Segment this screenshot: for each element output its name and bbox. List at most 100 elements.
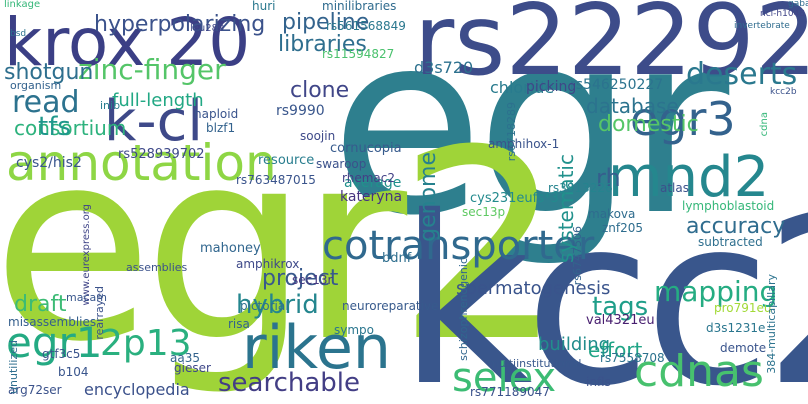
cloud-word: cys2/his2	[16, 155, 82, 171]
cloud-word: clone	[290, 78, 350, 103]
cloud-word: hyperpolarizing	[94, 12, 266, 37]
cloud-word: subtracted	[698, 235, 763, 249]
cloud-word: rs763487015	[236, 173, 316, 187]
cloud-word: krox 20	[4, 4, 251, 81]
cloud-word: lymphoblastoid	[682, 199, 775, 213]
cloud-word: draft	[14, 292, 67, 317]
cloud-word: kcc2b	[770, 87, 797, 97]
cloud-word: chloride	[490, 78, 555, 97]
cloud-word: nci-h1048	[760, 9, 806, 19]
cloud-word: neuroreparative	[342, 299, 439, 313]
cloud-word: d3s1231e	[706, 321, 766, 335]
cloud-word: pictorial	[240, 299, 289, 313]
cloud-word: consortium	[14, 116, 127, 140]
cloud-word: unutilized	[7, 340, 20, 394]
cloud-word: arg72ser	[8, 383, 62, 397]
cloud-word: rs528939702	[118, 147, 205, 162]
cloud-word: building	[538, 334, 611, 355]
cloud-word: project	[262, 266, 339, 291]
cloud-word: k-cl	[104, 89, 203, 154]
cloud-word: demote	[720, 341, 767, 355]
cloud-word: rh	[596, 164, 621, 192]
cloud-word: blzf1	[206, 121, 236, 135]
cloud-word: database	[586, 94, 679, 118]
cloud-word: znf205	[602, 221, 644, 235]
cloud-word: rs9990	[276, 103, 325, 119]
cloud-word: rs6747506	[571, 226, 584, 286]
cloud-word: gtf3c5	[42, 347, 81, 361]
cloud-word: riken	[242, 313, 391, 383]
cloud-word: cdnas	[634, 346, 764, 397]
cloud-word: cys231eufs*37	[470, 191, 568, 206]
cloud-word: picking	[526, 79, 577, 95]
cloud-word: soojin	[300, 129, 336, 143]
cloud-word: deserts	[686, 57, 798, 92]
cloud-word: tags	[592, 292, 649, 322]
cloud-word: rs3813226	[548, 181, 613, 195]
cloud-word: inib	[100, 99, 121, 112]
cloud-word: misassemblies	[8, 315, 97, 329]
cloud-word: kateryna	[340, 189, 403, 205]
cloud-word: swaroop	[316, 157, 367, 171]
cloud-word: zinc-finger	[78, 53, 226, 86]
cloud-word: d3s720	[414, 58, 474, 77]
cloud-word: linkage	[4, 0, 41, 10]
cloud-word: mahoney	[200, 241, 261, 256]
cloud-word: rs771189047	[470, 385, 550, 399]
cloud-word: invertebrate	[734, 21, 790, 31]
cloud-word: assemblies	[126, 261, 188, 274]
cloud-word: val4321eu	[586, 313, 655, 328]
cloud-word: gaba	[788, 0, 808, 9]
cloud-word: resource	[258, 153, 315, 168]
cloud-word: cornucopia	[330, 141, 402, 156]
cloud-word: egr2	[0, 94, 564, 399]
cloud-word: amphihox-1	[488, 137, 560, 151]
cloud-word: full-length	[112, 90, 204, 111]
cloud-word: huri	[252, 0, 276, 13]
cloud-word: accuracy	[686, 214, 786, 239]
cloud-word: egr1	[6, 318, 103, 367]
cloud-word: rs11594827	[322, 47, 395, 61]
cloud-word: 384-multicapillary	[765, 274, 778, 374]
cloud-word: genome	[416, 152, 441, 242]
cloud-word: read	[12, 85, 80, 120]
cloud-word: annotation	[6, 134, 277, 192]
cloud-word: 2p13	[100, 323, 192, 364]
cloud-word: bsd	[10, 29, 27, 39]
cloud-word: libraries	[278, 32, 367, 57]
cloud-word: rs561568849	[326, 19, 406, 33]
cloud-word: makova	[588, 207, 636, 221]
cloud-word: multiinstitutional	[488, 357, 582, 370]
cloud-word: domestic	[598, 112, 699, 137]
cloud-word: pipeline	[282, 10, 370, 35]
cloud-word: effort	[588, 338, 643, 362]
cloud-word: kcc2	[398, 167, 808, 404]
cloud-word: aa35	[170, 351, 200, 365]
cloud-word: mapping	[654, 275, 778, 308]
cloud-word: rs546250227	[570, 77, 664, 93]
cloud-word: sec13p	[462, 205, 506, 219]
cloud-word: gieser	[174, 361, 211, 375]
cloud-word: mnd2	[608, 145, 770, 210]
cloud-word: encyclopedia	[84, 380, 190, 399]
cloud-word: bdnf	[382, 251, 412, 266]
cloud-word: tfs	[38, 112, 71, 142]
cloud-word: macam	[66, 291, 107, 304]
cloud-word: amphikrox	[236, 257, 300, 271]
cloud-word: b104	[58, 365, 89, 379]
cloud-word: rs7558708	[600, 351, 665, 365]
cloud-word: sec13r	[292, 273, 333, 287]
cloud-word: rhemac2	[342, 171, 395, 185]
cloud-word: risa	[228, 317, 250, 331]
cloud-word: schizophrenogenic	[457, 258, 470, 361]
cloud-word: spermatogenesis	[456, 278, 611, 299]
cloud-word: egr	[330, 0, 729, 270]
cloud-word: organism	[10, 79, 62, 92]
cloud-word: rs6718289	[505, 102, 518, 162]
cloud-word: cdna	[759, 112, 770, 137]
cloud-word: infls	[586, 375, 611, 389]
cloud-word: egr3	[630, 92, 736, 146]
cloud-word: leu289	[190, 23, 225, 34]
cloud-word: hybrid	[236, 290, 319, 320]
